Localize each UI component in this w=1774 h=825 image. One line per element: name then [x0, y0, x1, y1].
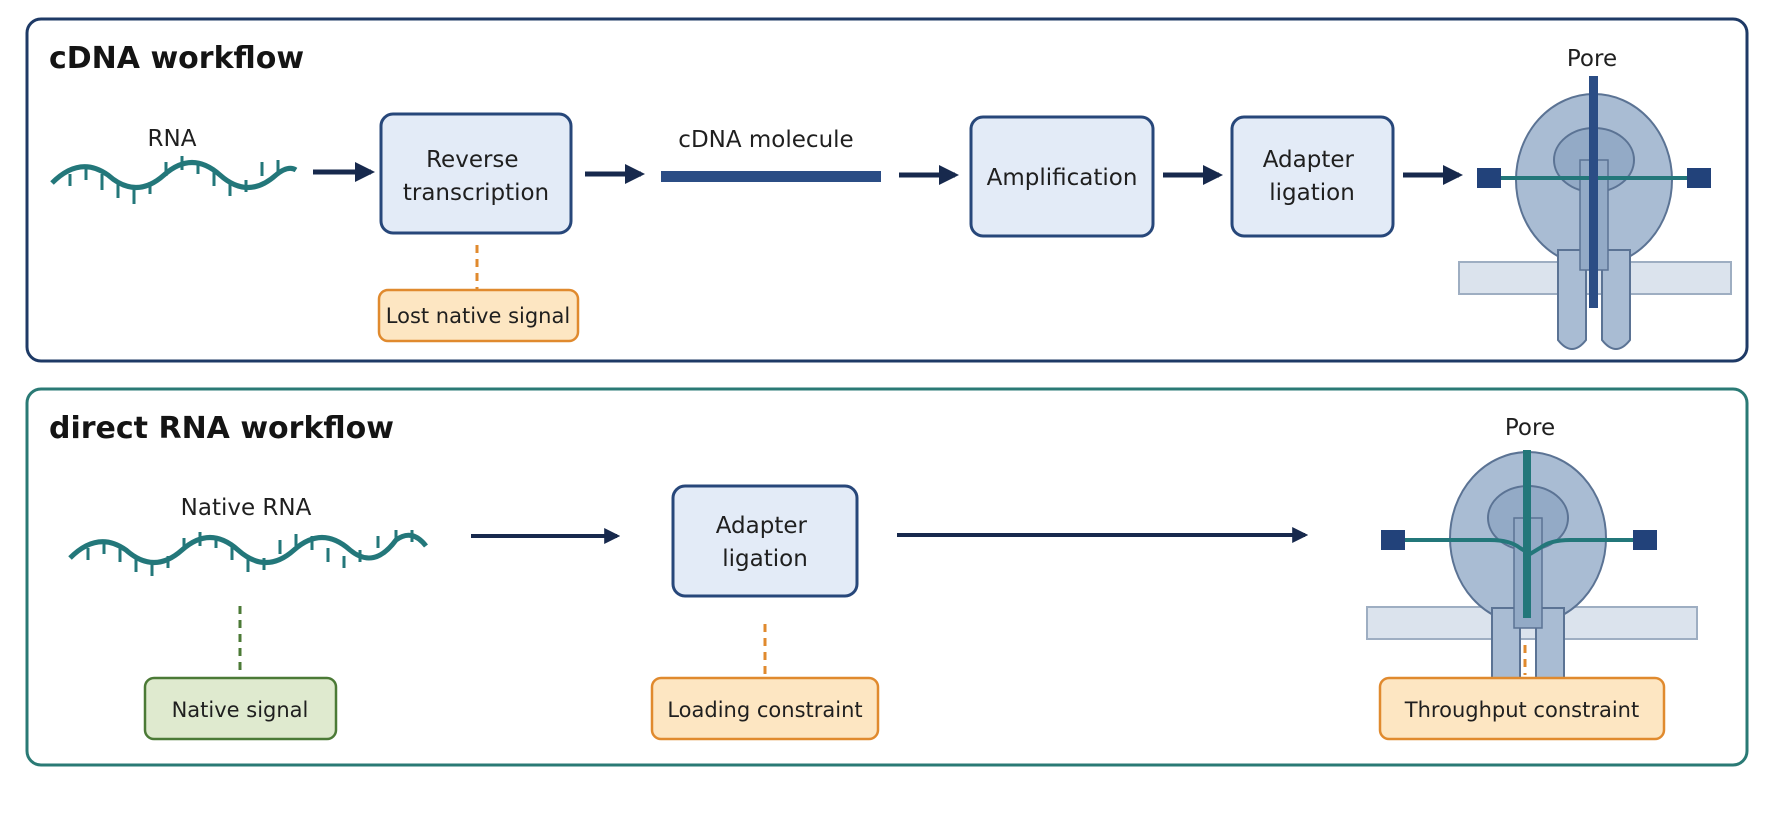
native-rna-strand-icon [68, 530, 428, 576]
rna-label: RNA [148, 126, 197, 152]
direct-pore-label: Pore [1505, 415, 1555, 441]
direct-panel-border [25, 387, 1749, 767]
reverse-transcription-label: Reverse transcription [403, 147, 549, 206]
direct-pore-icon [1366, 450, 1698, 708]
cdna-panel-title: cDNA workflow [49, 41, 304, 76]
cdna-workflow-panel: cDNA workflow RNA Reverse transcription … [25, 17, 1749, 363]
direct-rna-workflow-panel: direct RNA workflow Native RNA Native si… [25, 387, 1749, 767]
cdna-pore-icon [1458, 76, 1732, 350]
lost-native-signal-label: Lost native signal [386, 304, 570, 328]
direct-adapter-ligation-box [671, 484, 859, 598]
cdna-adapter-ligation-label: Adapter ligation [1263, 147, 1362, 206]
native-signal-box [143, 676, 338, 741]
reverse-transcription-box [379, 112, 573, 235]
native-signal-label: Native signal [172, 698, 309, 722]
loading-constraint-box [650, 676, 880, 741]
native-rna-label: Native RNA [181, 495, 312, 521]
amplification-label: Amplification [987, 165, 1138, 191]
amplification-box [969, 115, 1155, 238]
rna-strand-icon [50, 156, 298, 204]
direct-adapter-ligation-label: Adapter ligation [716, 513, 815, 572]
throughput-constraint-box [1378, 676, 1666, 741]
cdna-molecule-label: cDNA molecule [678, 127, 853, 153]
throughput-constraint-label: Throughput constraint [1404, 698, 1639, 722]
cdna-adapter-ligation-box [1230, 115, 1395, 238]
cdna-panel-border [25, 17, 1749, 363]
loading-constraint-label: Loading constraint [667, 698, 862, 722]
lost-native-signal-box [377, 288, 580, 343]
cdna-molecule-bar [661, 171, 881, 182]
direct-panel-title: direct RNA workflow [49, 411, 394, 446]
cdna-pore-label: Pore [1567, 46, 1617, 72]
